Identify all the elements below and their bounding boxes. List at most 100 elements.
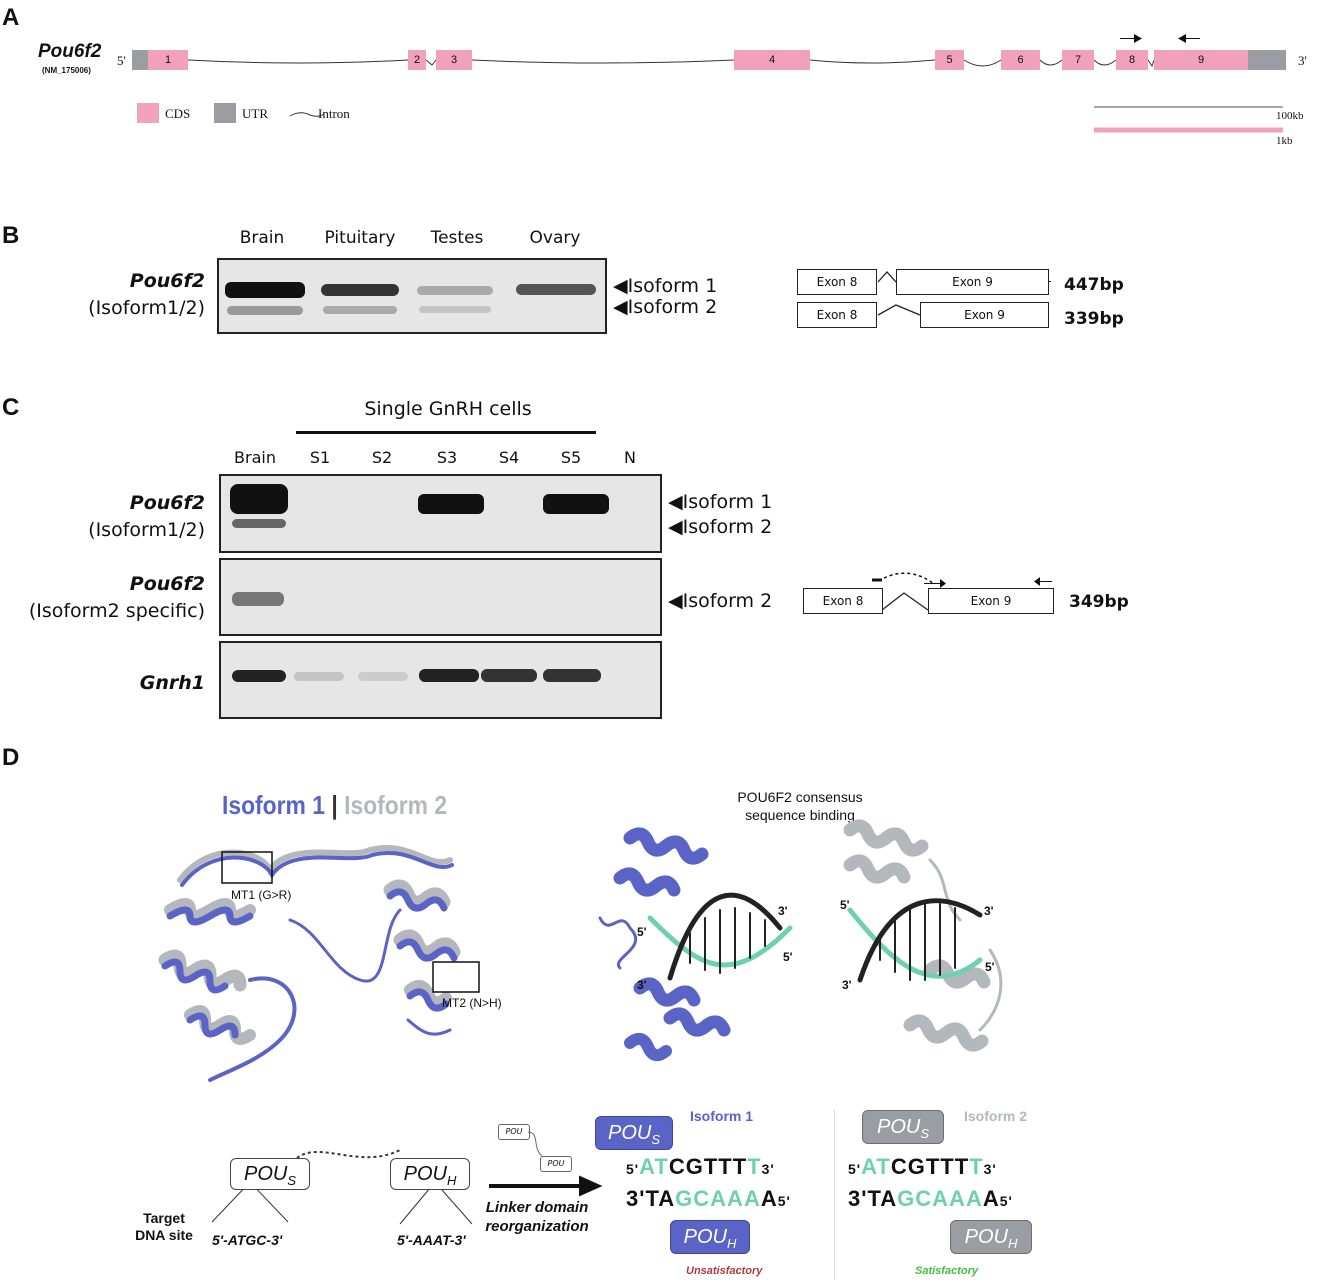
panel-c-bp: 349bp bbox=[1069, 592, 1129, 612]
gel-b-band-testes-iso2 bbox=[419, 306, 491, 313]
isoform1-dna-complex bbox=[598, 827, 793, 1062]
iso1-dna-5-right: 5' bbox=[783, 950, 793, 964]
exon-1: 1 bbox=[148, 50, 188, 70]
iso2-title: Isoform 2 bbox=[964, 1108, 1028, 1124]
exon-6: 6 bbox=[1001, 50, 1040, 70]
iso2-dna-3-left: 3' bbox=[842, 978, 852, 992]
gel-c3-row-label: Gnrh1 bbox=[20, 670, 205, 697]
gel-c3-band-brain bbox=[232, 670, 286, 682]
lane-c-n: N bbox=[624, 448, 636, 467]
iso1-dna-5-left: 5' bbox=[637, 925, 647, 939]
legend-isoform2: Isoform 2 bbox=[344, 790, 448, 820]
gene-accession: (NM_175006) bbox=[42, 66, 91, 75]
exon-9: 9 bbox=[1154, 50, 1248, 70]
gel-c1-isoform1-label: ◀Isoform 1 bbox=[668, 491, 773, 513]
panel-a-letter: A bbox=[2, 4, 20, 31]
lane-c-s2: S2 bbox=[371, 448, 393, 467]
gel-c1-band-s3-iso1 bbox=[418, 494, 484, 514]
exon-4: 4 bbox=[734, 50, 810, 70]
gel-c3-band-s5 bbox=[543, 669, 601, 682]
iso2-verdict: Satisfactory bbox=[915, 1265, 978, 1277]
exon-7: 7 bbox=[1062, 50, 1094, 70]
panel-c-exon9: Exon 9 bbox=[928, 588, 1054, 614]
panel-d-divider bbox=[834, 1110, 835, 1280]
iso1-bottom-strand: 3'TAGCAAAA5' bbox=[626, 1186, 791, 1211]
gel-b-band-brain-iso2 bbox=[227, 306, 303, 315]
scale-100kb-label: 100kb bbox=[1276, 110, 1304, 122]
gel-c2-isoform2-label: ◀Isoform 2 bbox=[668, 590, 773, 612]
iso1-top-strand: 5'ATCGTTTT3' bbox=[626, 1154, 775, 1179]
utr-left bbox=[132, 50, 148, 70]
legend-utr-swatch bbox=[214, 103, 236, 123]
exon-5: 5 bbox=[935, 50, 964, 70]
iso2-dna-5-right: 5' bbox=[985, 960, 995, 974]
gel-c1-gene: Pou6f2 bbox=[129, 492, 205, 514]
site-s-sequence: 5'-ATGC-3' bbox=[212, 1232, 283, 1248]
utr-right bbox=[1248, 50, 1286, 70]
iso1-verdict: Unsatisfactory bbox=[686, 1265, 763, 1277]
iso2-bottom-strand: 3'TAGCAAAA5' bbox=[848, 1186, 1013, 1211]
legend-isoform1: Isoform 1 bbox=[222, 790, 325, 820]
gene-name: Pou6f2 bbox=[38, 41, 102, 62]
mt2-label: MT2 (N>H) bbox=[442, 996, 502, 1010]
lane-label-pituitary: Pituitary bbox=[324, 228, 396, 248]
linker-icon-line bbox=[527, 1131, 543, 1157]
iso2-top-strand: 5'ATCGTTTT3' bbox=[848, 1154, 997, 1179]
gel-b-gene: Pou6f2 bbox=[129, 270, 205, 292]
gel-c1-band-brain-iso2 bbox=[232, 519, 286, 528]
consensus-label: POU6F2 consensus sequence binding bbox=[737, 789, 863, 823]
lane-c-s4: S4 bbox=[498, 448, 520, 467]
gel-c3-band-s1 bbox=[294, 672, 344, 681]
panel-b-letter: B bbox=[2, 222, 20, 249]
gel-b-band-ovary-iso1 bbox=[516, 284, 596, 295]
target-dna-label: Target DNA site bbox=[135, 1210, 193, 1243]
gel-c1-band-s5-iso1 bbox=[543, 494, 609, 514]
iso1-pou-h-box: POUH bbox=[670, 1220, 750, 1254]
gel-c2 bbox=[219, 558, 662, 636]
lane-c-brain: Brain bbox=[234, 448, 276, 467]
gel-c3-band-s4 bbox=[481, 669, 537, 682]
gel-b-isoform2-label: ◀Isoform 2 bbox=[613, 296, 718, 318]
panel-b-splice-diagram bbox=[877, 271, 921, 316]
legend-intron-label: Intron bbox=[318, 106, 350, 121]
panel-c-letter: C bbox=[2, 394, 20, 421]
panel-b-exon8-a: Exon 8 bbox=[797, 269, 877, 295]
gel-b-band-testes-iso1 bbox=[417, 286, 493, 295]
iso2-pou-h-box: POUH bbox=[950, 1220, 1032, 1254]
iso2-dna-5-left: 5' bbox=[840, 898, 850, 912]
lane-label-brain: Brain bbox=[239, 228, 285, 248]
iso1-dna-3-top: 3' bbox=[778, 904, 788, 918]
exon-2: 2 bbox=[408, 50, 426, 70]
gel-b-sub: (Isoform1/2) bbox=[88, 297, 205, 319]
legend-separator: | bbox=[331, 790, 338, 820]
pou-s-box: POUS bbox=[230, 1158, 310, 1190]
iso1-title: Isoform 1 bbox=[690, 1108, 754, 1124]
gel-c3-band-s3 bbox=[419, 669, 479, 682]
panel-d-letter: D bbox=[2, 744, 20, 771]
panel-b-exon9-a: Exon 9 bbox=[896, 269, 1049, 295]
scale-1kb-label: 1kb bbox=[1276, 135, 1293, 147]
isoform-legend: Isoform 1 | Isoform 2 bbox=[222, 790, 447, 821]
linker-icon-pou-h: POU bbox=[540, 1156, 572, 1172]
panel-b-exon9-b: Exon 9 bbox=[920, 302, 1049, 328]
lane-c-s1: S1 bbox=[309, 448, 331, 467]
lane-label-testes: Testes bbox=[430, 228, 484, 248]
exon-3: 3 bbox=[436, 50, 472, 70]
gel-b-isoform1-label: ◀Isoform 1 bbox=[613, 275, 718, 297]
gel-c2-sub: (Isoform2 specific) bbox=[28, 600, 205, 622]
gel-b-band-pit-iso1 bbox=[321, 284, 399, 296]
isoform2-dna-complex bbox=[843, 819, 1003, 1052]
iso1-pou-s-box: POUS bbox=[595, 1116, 673, 1150]
exon-8: 8 bbox=[1116, 50, 1148, 70]
protein-superposition-cartoon bbox=[158, 845, 480, 1082]
iso2-dna-3-right: 3' bbox=[984, 904, 994, 918]
gel-c2-gene: Pou6f2 bbox=[129, 573, 205, 595]
gene-structure-introns bbox=[187, 34, 1283, 133]
gel-c1-sub: (Isoform1/2) bbox=[88, 519, 205, 541]
lane-c-s5: S5 bbox=[560, 448, 582, 467]
gel-c2-row-label: Pou6f2 (Isoform2 specific) bbox=[20, 571, 205, 625]
legend-utr-label: UTR bbox=[242, 106, 268, 121]
panel-b-exon8-b: Exon 8 bbox=[797, 302, 877, 328]
gel-b-band-brain-iso1 bbox=[225, 282, 305, 298]
legend-cds-label: CDS bbox=[165, 106, 191, 121]
